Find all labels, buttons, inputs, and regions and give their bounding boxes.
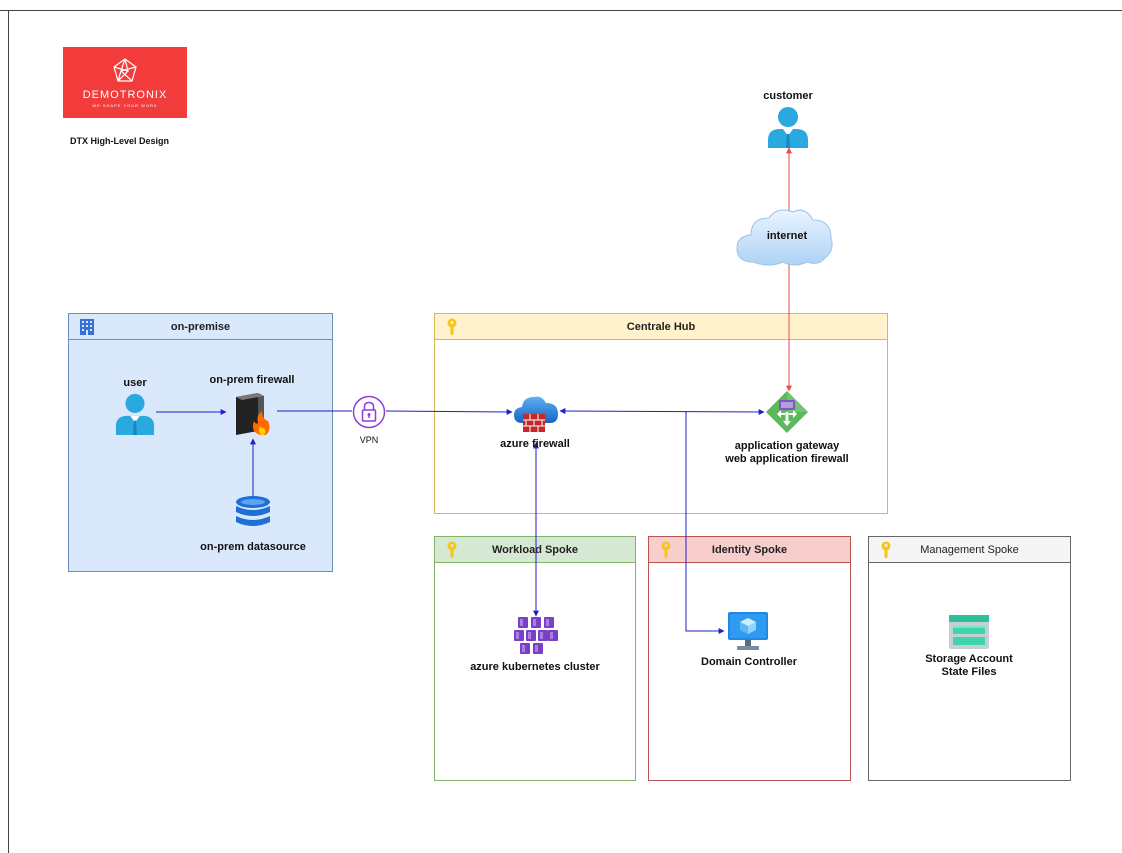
group-header-workload-spoke: Workload Spoke <box>435 537 635 563</box>
group-workload-spoke[interactable]: Workload Spoke <box>434 536 636 781</box>
storage-label-line1: Storage Account <box>925 653 1013 665</box>
vpn-label: VPN <box>359 435 379 445</box>
company-logo: DEMOTRONIX WE SHAPE YOUR WORK <box>63 47 187 118</box>
group-header-management-spoke: Management Spoke <box>869 537 1070 563</box>
domain-controller-label: Domain Controller <box>701 656 797 668</box>
logo-name: DEMOTRONIX <box>82 89 168 101</box>
group-title: Workload Spoke <box>492 544 578 556</box>
building-icon <box>80 319 94 335</box>
group-management-spoke[interactable]: Management Spoke <box>868 536 1071 781</box>
customer-user-icon[interactable] <box>766 104 810 148</box>
app-gateway-label-line1: application gateway <box>734 440 840 452</box>
azure-firewall-icon[interactable] <box>512 393 560 435</box>
onprem-datasource-label: on-prem datasource <box>200 541 306 553</box>
group-title: on-premise <box>170 321 231 333</box>
onprem-firewall-icon[interactable] <box>228 391 274 437</box>
group-header-centrale-hub: Centrale Hub <box>435 314 887 340</box>
group-title: Centrale Hub <box>626 321 696 333</box>
frame-border-left <box>8 10 9 853</box>
group-title: Identity Spoke <box>711 544 788 556</box>
storage-label-line2: State Files <box>941 666 997 678</box>
internet-cloud-icon[interactable] <box>733 204 837 268</box>
key-icon <box>881 541 891 559</box>
group-identity-spoke[interactable]: Identity Spoke <box>648 536 851 781</box>
logo-mark-icon <box>113 58 137 82</box>
internet-label: internet <box>766 230 808 242</box>
user-icon[interactable] <box>114 390 156 436</box>
group-header-identity-spoke: Identity Spoke <box>649 537 850 563</box>
onprem-datasource-database-icon[interactable] <box>234 495 272 533</box>
logo-tagline: WE SHAPE YOUR WORK <box>92 103 158 108</box>
group-header-on-premise: on-premise <box>69 314 332 340</box>
storage-account-icon[interactable] <box>948 614 990 650</box>
frame-border-top <box>0 10 1122 11</box>
azure-firewall-label: azure firewall <box>500 438 570 450</box>
application-gateway-icon[interactable] <box>765 390 809 434</box>
vpn-lock-icon[interactable] <box>352 395 386 429</box>
onprem-firewall-label: on-prem firewall <box>209 374 295 386</box>
key-icon <box>661 541 671 559</box>
document-title: DTX High-Level Design <box>70 136 170 146</box>
key-icon <box>447 318 457 336</box>
domain-controller-vm-icon[interactable] <box>726 610 770 654</box>
app-gateway-label-line2: web application firewall <box>725 453 849 465</box>
group-centrale-hub[interactable]: Centrale Hub <box>434 313 888 514</box>
group-title: Management Spoke <box>920 544 1019 556</box>
storage-account-label: Storage Account State Files <box>925 653 1013 679</box>
kubernetes-cluster-icon[interactable] <box>514 616 558 656</box>
group-on-premise[interactable]: on-premise <box>68 313 333 572</box>
user-label: user <box>123 377 147 389</box>
customer-label: customer <box>763 90 813 102</box>
aks-label: azure kubernetes cluster <box>470 661 600 673</box>
key-icon <box>447 541 457 559</box>
app-gateway-label: application gateway web application fire… <box>725 440 848 466</box>
